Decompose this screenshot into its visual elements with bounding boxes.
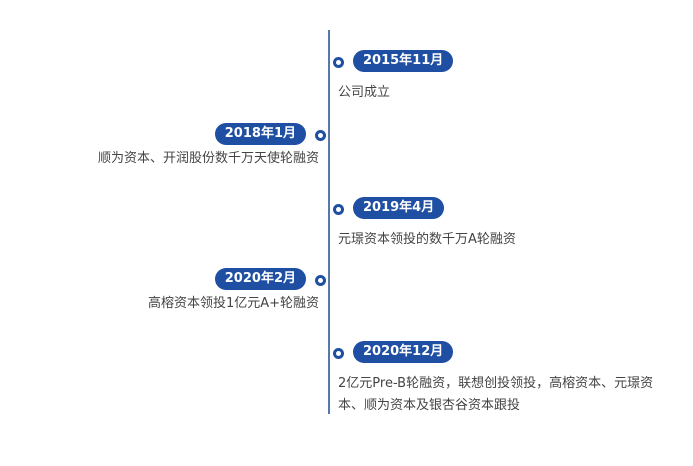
timeline-node-icon	[315, 275, 326, 286]
timeline-event: 2020年2月 高榕资本领投1亿元A+轮融资	[0, 268, 693, 311]
timeline-node-icon	[333, 204, 344, 215]
event-description: 2亿元Pre-B轮融资，联想创投领投，高榕资本、元璟资本、顺为资本及银杏谷资本跟…	[338, 376, 654, 413]
event-description: 顺为资本、开润股份数千万天使轮融资	[97, 151, 319, 166]
event-date-badge: 2019年4月	[353, 197, 445, 219]
event-date-badge: 2018年1月	[214, 123, 306, 145]
timeline-node-icon	[333, 348, 344, 359]
event-description: 元璟资本领投的数千万A轮融资	[338, 232, 516, 247]
timeline-node-icon	[315, 130, 326, 141]
timeline-event: 2020年12月 2亿元Pre-B轮融资，联想创投领投，高榕资本、元璟资本、顺为…	[0, 341, 693, 413]
event-date-badge: 2020年12月	[353, 341, 454, 363]
event-date-badge: 2015年11月	[353, 50, 454, 72]
timeline-node-icon	[333, 57, 344, 68]
timeline-event: 2019年4月 元璟资本领投的数千万A轮融资	[0, 197, 693, 247]
timeline-event: 2015年11月 公司成立	[0, 50, 693, 100]
timeline-event: 2018年1月 顺为资本、开润股份数千万天使轮融资	[0, 123, 693, 166]
event-date-badge: 2020年2月	[214, 268, 306, 290]
event-description: 公司成立	[338, 85, 391, 100]
timeline-axis	[328, 30, 330, 414]
event-description: 高榕资本领投1亿元A+轮融资	[147, 296, 319, 311]
